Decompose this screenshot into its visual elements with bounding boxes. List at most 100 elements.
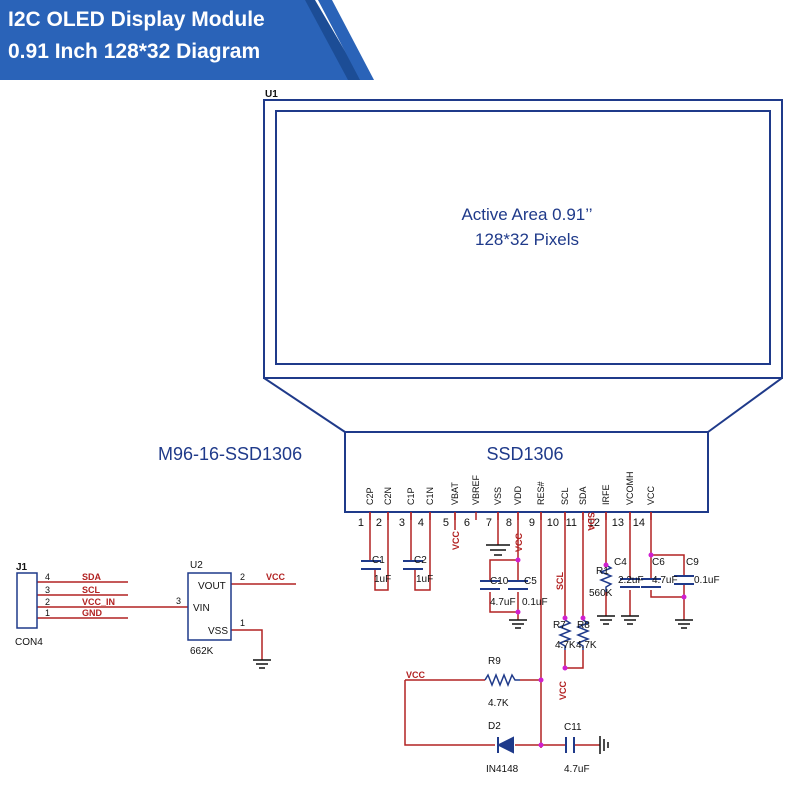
junction-pullup — [562, 665, 568, 671]
pin-name-6: VBREF — [471, 474, 481, 505]
connector-ref: J1 — [16, 562, 28, 573]
junction-c11 — [538, 742, 544, 748]
junction-vcc-caps — [648, 552, 654, 558]
c4-value: 2.2uF — [618, 575, 644, 586]
junction-c5 — [515, 609, 521, 615]
net-label-vcc-vdd: VCC — [514, 532, 524, 552]
regulator-ref: U2 — [190, 560, 203, 571]
c2-wire — [410, 512, 431, 591]
pin-number-3: 3 — [399, 517, 405, 529]
r8-ref: R8 — [577, 620, 590, 631]
regulator-num-vin: 3 — [176, 596, 181, 606]
c6-ref: C6 — [652, 557, 665, 568]
pin-name-5: VBAT — [450, 482, 460, 505]
pin-name-1: C2P — [365, 487, 375, 505]
junction-sda — [580, 615, 586, 621]
c1-wire — [369, 512, 389, 591]
pin-number-11: 11 — [566, 517, 577, 529]
pin-name-7: VSS — [493, 487, 503, 505]
net-label-vcc-vbat: VCC — [451, 530, 461, 550]
pin-number-14: 14 — [633, 517, 645, 529]
connector-pin-number-2: 2 — [45, 597, 50, 607]
pin-number-10: 10 — [547, 517, 559, 529]
r7-ref: R7 — [553, 620, 566, 631]
r1-resistor — [598, 564, 614, 592]
ground-icon-c11 — [599, 736, 609, 754]
oled-taper-left — [263, 377, 346, 433]
c1-ref: C1 — [372, 555, 385, 566]
r7-value: 4.7K — [555, 640, 576, 651]
r1-value: 560K — [589, 588, 613, 599]
pin-number-13: 13 — [612, 517, 624, 529]
r8-value: 4.7K — [576, 640, 597, 651]
pin-name-10: SCL — [560, 487, 570, 505]
net-label-scl: SCL — [555, 571, 565, 590]
oled-ref: U1 — [265, 89, 278, 100]
connector-signal-sda: SDA — [82, 572, 102, 582]
vcc-cap-wire — [650, 512, 685, 620]
r9-resistor — [484, 672, 520, 688]
c2-plates — [403, 560, 423, 570]
ground-icon-irfe — [597, 615, 615, 625]
c9-plates — [674, 575, 694, 585]
pin-name-4: C1N — [425, 487, 435, 505]
regulator-part: 662K — [190, 646, 214, 657]
net-label-vcc-reset: VCC — [406, 670, 426, 680]
c5-plates — [508, 580, 528, 590]
pin-number-4: 4 — [418, 517, 424, 529]
c10-ref: C10 — [490, 576, 509, 587]
c5-ref: C5 — [524, 576, 537, 587]
connector-pin-number-3: 3 — [45, 585, 50, 595]
connector-pin-number-1: 1 — [45, 608, 50, 618]
c10-plates — [480, 580, 500, 590]
scl-wire — [564, 512, 584, 669]
ground-icon-vss — [486, 544, 510, 556]
c11-ref: C11 — [564, 722, 582, 733]
oled-module-outline — [263, 99, 783, 379]
c1-plates — [361, 560, 381, 570]
ground-icon-vcomh — [621, 615, 639, 625]
regulator-wires — [231, 583, 296, 660]
net-label-vcc-pullup: VCC — [558, 680, 568, 700]
controller-name: SSD1306 — [486, 444, 563, 464]
r7-resistor — [557, 619, 573, 650]
c1-value: 1uF — [374, 574, 391, 585]
pin-name-2: C2N — [383, 487, 393, 505]
pin-number-2: 2 — [376, 517, 382, 529]
ground-icon-c9 — [675, 619, 693, 629]
c2-value: 1uF — [416, 574, 433, 585]
c10-value: 4.7uF — [490, 597, 516, 608]
oled-active-area — [275, 110, 771, 365]
c5-value: 0.1uF — [522, 597, 548, 608]
c2-ref: C2 — [414, 555, 427, 566]
pin-number-12: 12 — [588, 517, 600, 529]
pin-number-6: 6 — [464, 517, 470, 529]
net-label-sda: SDA — [586, 512, 596, 532]
part-name: M96-16-SSD1306 — [158, 444, 302, 464]
c6-value: 4.7uF — [652, 575, 678, 586]
page-title: I2C OLED Display Module — [8, 8, 265, 31]
diode-part: IN4148 — [486, 764, 519, 775]
ssd1306-ic-body — [344, 431, 709, 513]
junction-vdd — [515, 557, 521, 563]
regulator-num-vss: 1 — [240, 618, 245, 628]
c4-plates — [620, 578, 640, 588]
c11-plates — [565, 737, 575, 753]
connector-body — [16, 572, 38, 629]
regulator-pin-vin: VIN — [193, 603, 210, 614]
pin-name-14: VCC — [646, 485, 656, 505]
net-label-vcc-regulator: VCC — [266, 572, 286, 582]
ssd1306-pins: C2P1C2N2C1P3C1N4VBAT5VBREF6VSS7VDD8RES#9… — [358, 472, 656, 530]
pin-number-5: 5 — [443, 517, 449, 529]
c4-ref: C4 — [614, 557, 627, 568]
banner-background — [0, 0, 374, 80]
banner-stripe — [318, 0, 374, 80]
oled-taper-right — [707, 377, 783, 433]
c6-plates — [641, 578, 661, 588]
pin-number-8: 8 — [506, 517, 512, 529]
active-area-text: Active Area 0.91’’ — [461, 205, 592, 224]
regulator-num-vout: 2 — [240, 572, 245, 582]
pin-number-1: 1 — [358, 517, 364, 529]
pin-number-9: 9 — [529, 517, 535, 529]
